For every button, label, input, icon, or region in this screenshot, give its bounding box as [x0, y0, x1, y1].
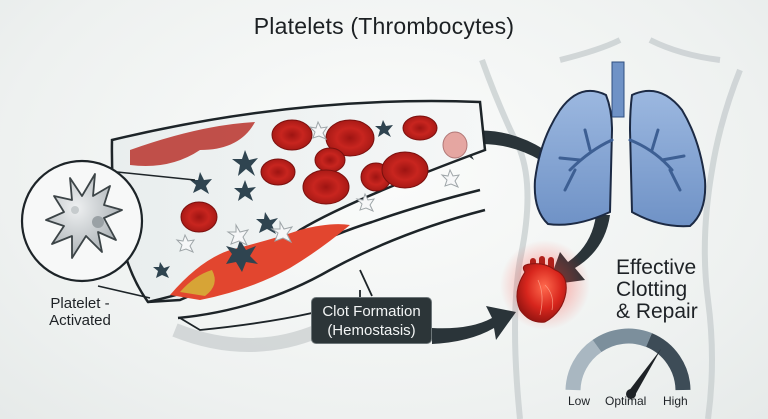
blood-vessel: [110, 99, 487, 320]
clot-label-line1: Clot Formation: [322, 303, 421, 320]
body-outline: [479, 37, 743, 419]
gauge-icon: [565, 328, 691, 399]
effect-line2: Clotting: [616, 278, 688, 301]
platelet-activated-label: Platelet - Activated: [20, 295, 140, 330]
platelet-label-line2: Activated: [49, 311, 111, 329]
platelet-label-line1: Platelet -: [50, 295, 110, 312]
page-title: Platelets (Thrombocytes): [253, 13, 515, 39]
gauge-optimal-label: Optimal: [605, 394, 647, 408]
effective-clotting-label: Effective Clotting & Repair: [616, 257, 698, 323]
gauge-high-label: High: [663, 394, 688, 408]
effect-line3: & Repair: [616, 300, 698, 323]
effect-line1: Effective: [616, 256, 697, 279]
activated-platelet-icon: [20, 159, 144, 283]
white-platelets: [175, 120, 461, 253]
lungs-icon: [533, 61, 707, 228]
gauge-low-label: Low: [568, 394, 591, 408]
clot-label-line2: (Hemostasis): [327, 322, 416, 339]
red-blood-cells: [180, 115, 468, 233]
heart-icon: [500, 240, 590, 330]
clot-formation-label: Clot Formation (Hemostasis): [311, 297, 432, 344]
